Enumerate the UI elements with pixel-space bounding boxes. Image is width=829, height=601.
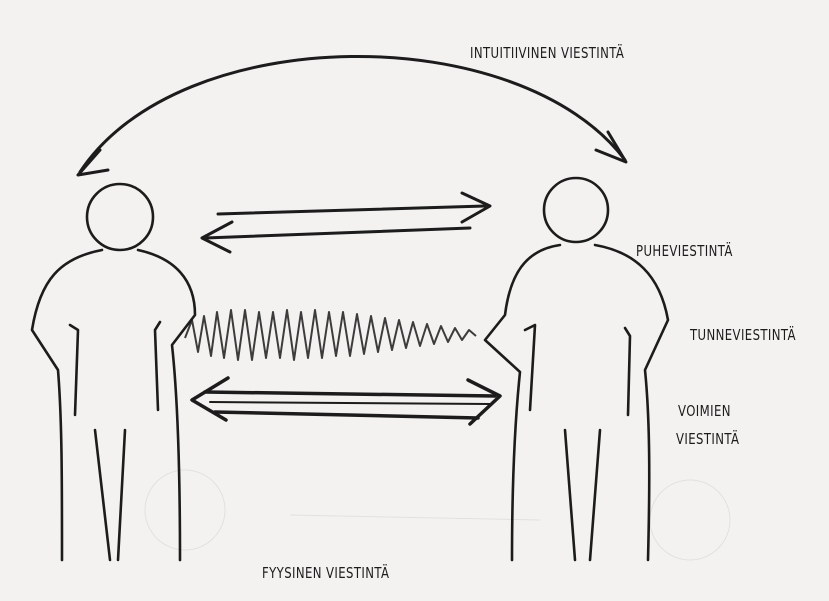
speech-arrow: [202, 193, 490, 252]
left-person-head: [87, 184, 153, 250]
label-emotional-communication: TUNNEVIESTINTÄ: [690, 324, 796, 346]
right-person-body: [485, 245, 560, 560]
right-person-figure: [485, 178, 668, 560]
right-person-head: [544, 178, 608, 242]
emotion-zigzag: [185, 310, 476, 360]
label-intuitive-communication: INTUITIIVINEN VIESTINTÄ: [470, 42, 624, 64]
label-physical-communication: FYYSINEN VIESTINTÄ: [262, 562, 389, 584]
page-bleed-through: [145, 470, 730, 560]
left-person-figure: [32, 184, 195, 560]
intuitive-arc: [80, 56, 625, 172]
label-speech-communication: PUHEVIESTINTÄ: [636, 240, 733, 262]
label-forces-communication-line1: VOIMIEN: [678, 400, 731, 422]
label-forces-communication-line2: VIESTINTÄ: [676, 428, 739, 450]
left-person-body: [32, 250, 102, 560]
forces-arrow: [192, 378, 500, 424]
